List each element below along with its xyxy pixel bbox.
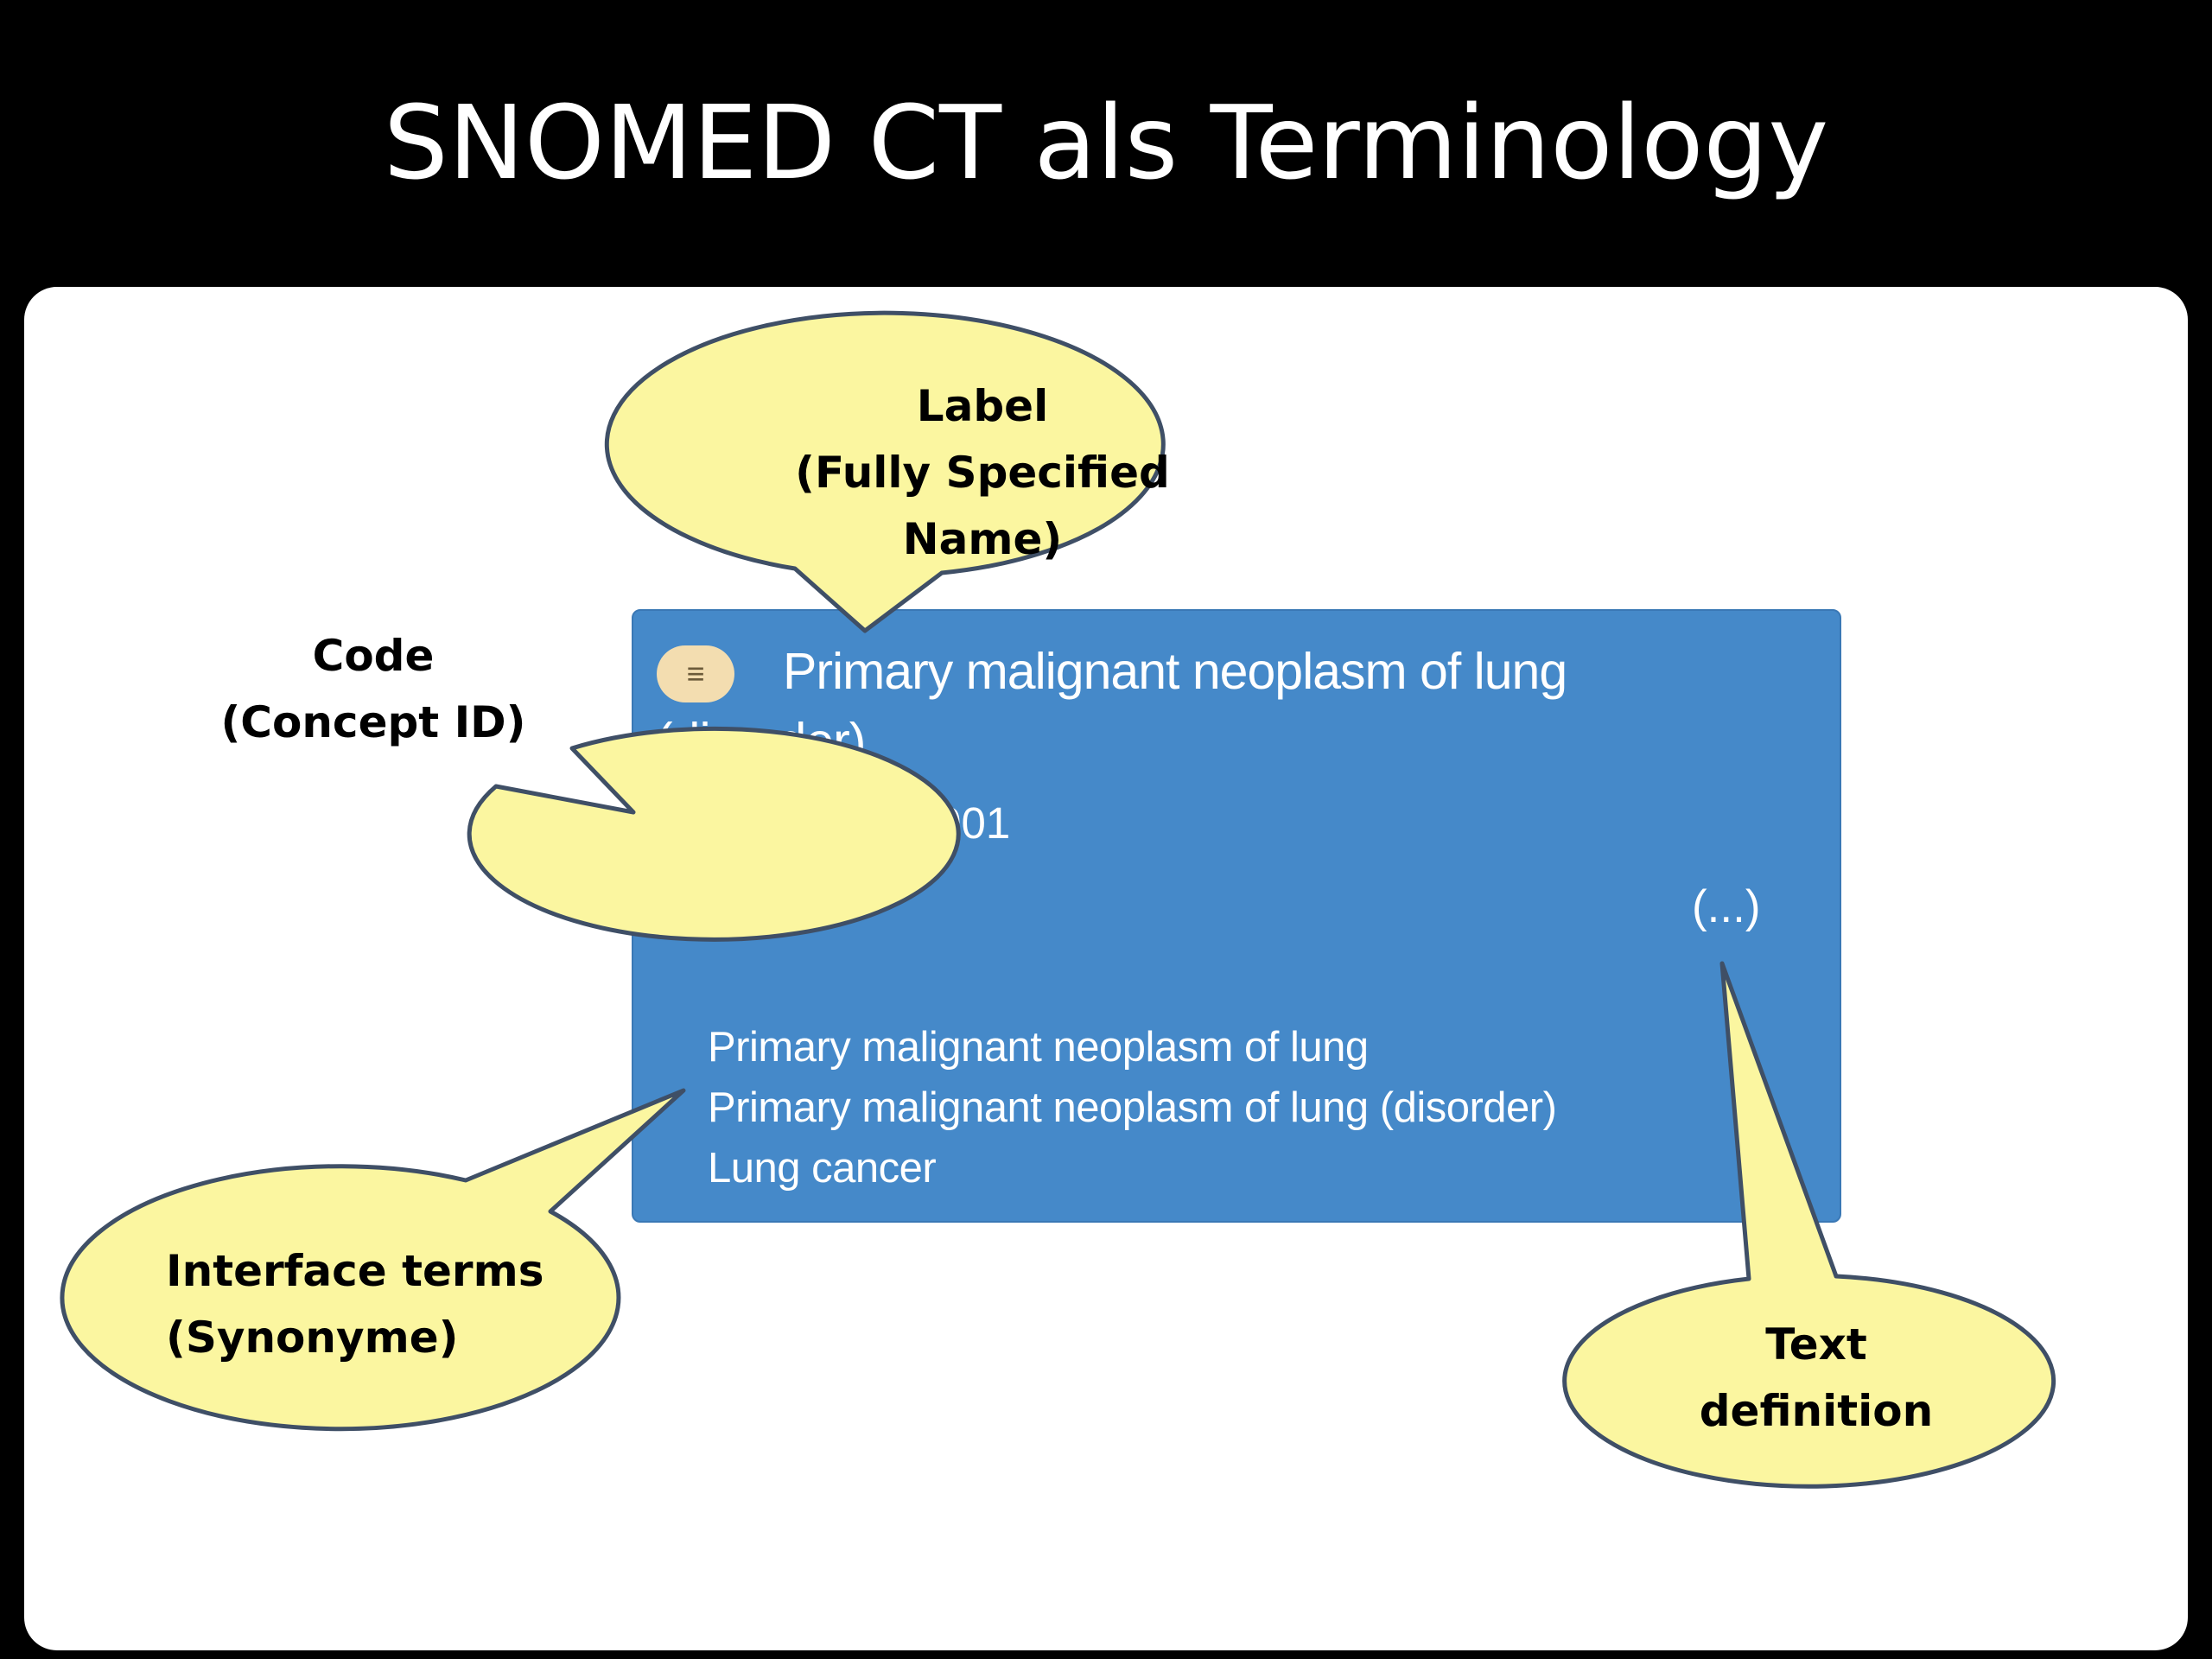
- hamburger-menu-icon[interactable]: ≡: [657, 645, 734, 702]
- interface-terms-callout-text: Interface terms (Synonyme): [166, 1246, 544, 1363]
- label-callout-text: Label (Fully Specified Name): [795, 381, 1170, 564]
- synonym-item: Primary malignant neoplasm of lung: [708, 1024, 1369, 1071]
- interface-terms-callout-bubble: [60, 1088, 686, 1432]
- text-definition-callout-text: Text definition: [1699, 1319, 1934, 1436]
- label-callout-bubble: [604, 310, 1166, 633]
- synonym-item: Primary malignant neoplasm of lung (diso…: [708, 1084, 1557, 1131]
- code-callout-bubble: [467, 726, 961, 942]
- fsn-text: Primary malignant neoplasm of lung (diso…: [656, 643, 1567, 770]
- synonym-item: Lung cancer: [708, 1145, 937, 1192]
- code-callout-text: Code (Concept ID): [220, 631, 526, 747]
- fully-specified-name: Primary malignant neoplasm of lung (diso…: [656, 637, 1719, 777]
- text-definition-callout-bubble: [1562, 961, 2056, 1489]
- definition-placeholder: (...): [1692, 881, 1761, 932]
- slide-title: SNOMED CT als Terminology: [383, 83, 1829, 202]
- synonym-list: Primary malignant neoplasm of lung Prima…: [708, 1017, 1557, 1198]
